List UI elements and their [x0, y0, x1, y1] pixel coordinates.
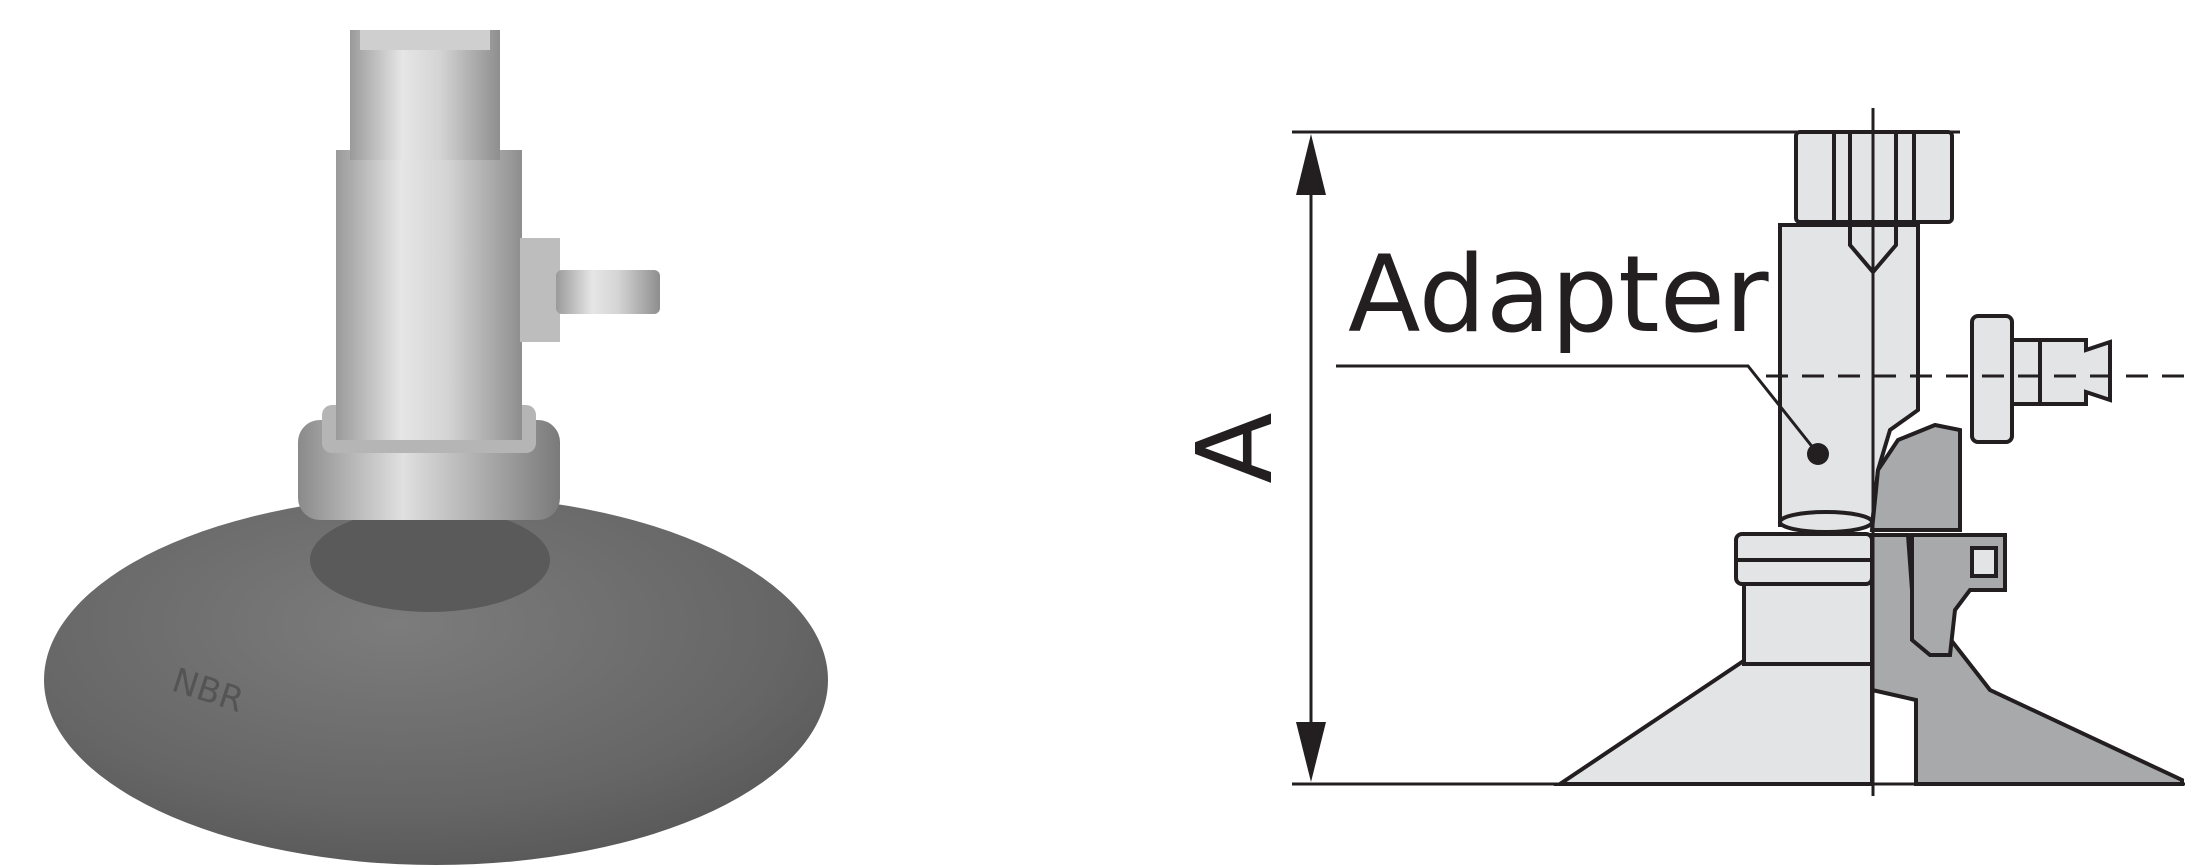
suction-cup-outer [1553, 658, 1874, 786]
side-fitting-nut [1970, 314, 2014, 444]
adapter-leader-dot [1807, 443, 1829, 465]
adapter-leader-line [1336, 364, 1820, 455]
adapter-top-photo [350, 30, 500, 160]
vacuum-pad-photo: NBR [44, 30, 828, 865]
cup-neck [1742, 578, 1874, 666]
dimension-a-label: A [1174, 412, 1296, 484]
adapter-label: Adapter [1348, 233, 1769, 356]
side-port-barb-photo [556, 270, 660, 314]
side-port-base-photo [520, 238, 560, 342]
side-barb [2010, 338, 2112, 406]
adapter-base-arc [1778, 510, 1874, 534]
adapter-top-hex [360, 30, 490, 50]
adapter-body-photo [336, 150, 522, 440]
clip-notch [1970, 546, 1998, 578]
rubber-pad-cup [44, 495, 828, 865]
rubber-pad-neck [310, 508, 550, 612]
technical-drawing [1292, 108, 2185, 796]
arrowhead-bottom [1296, 722, 1326, 782]
arrowhead-top [1296, 134, 1326, 195]
